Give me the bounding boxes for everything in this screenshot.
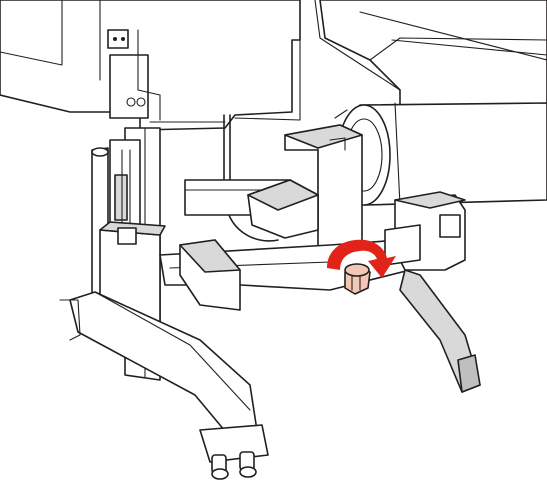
stand-left-leg [59, 127, 269, 463]
printer-top-right-panel [314, 0, 547, 119]
caster-wheel-icon [211, 451, 257, 480]
printer-body [0, 0, 301, 131]
rotation-arrow-icon [327, 239, 396, 278]
adjustment-knob-icon [344, 263, 371, 295]
right-bracket [384, 191, 481, 393]
paper-roll [334, 102, 547, 206]
